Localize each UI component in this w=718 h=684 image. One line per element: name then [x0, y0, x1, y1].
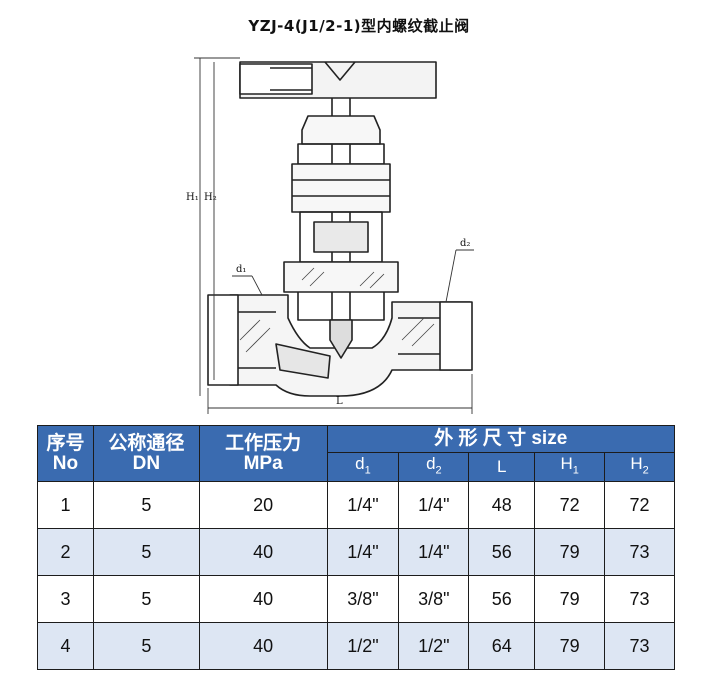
- cell-d2: 1/2": [398, 622, 470, 670]
- header-size: 外 形 尺 寸 size: [326, 425, 676, 453]
- d1-label: d₁: [236, 264, 246, 275]
- cell-d2: 3/8": [398, 575, 470, 623]
- header-d1: d1: [326, 452, 400, 482]
- cell-d2: 1/4": [398, 481, 470, 529]
- cell-no: 4: [37, 622, 94, 670]
- h2-label: H₂: [204, 192, 217, 203]
- cell-no: 2: [37, 528, 94, 576]
- cell-mpa: 40: [198, 528, 328, 576]
- cell-dn: 5: [92, 622, 200, 670]
- cell-h1: 79: [534, 622, 606, 670]
- header-no: 序号 No: [37, 425, 94, 482]
- cell-mpa: 40: [198, 575, 328, 623]
- table-row: 4 5 40 1/2" 1/2" 64 79 73: [37, 622, 675, 670]
- l-label: L: [336, 396, 343, 407]
- cell-l: 64: [468, 622, 536, 670]
- cell-h1: 72: [534, 481, 606, 529]
- cell-l: 56: [468, 528, 536, 576]
- table-row: 3 5 40 3/8" 3/8" 56 79 73: [37, 575, 675, 623]
- cell-no: 3: [37, 575, 94, 623]
- cell-d1: 1/4": [326, 481, 400, 529]
- cell-d1: 3/8": [326, 575, 400, 623]
- cell-mpa: 20: [198, 481, 328, 529]
- cell-dn: 5: [92, 528, 200, 576]
- cell-h1: 79: [534, 528, 606, 576]
- cell-h2: 73: [604, 575, 675, 623]
- header-l: L: [468, 452, 536, 482]
- cell-l: 48: [468, 481, 536, 529]
- cell-h2: 73: [604, 622, 675, 670]
- cell-d1: 1/2": [326, 622, 400, 670]
- cell-d2: 1/4": [398, 528, 470, 576]
- header-d2: d2: [398, 452, 470, 482]
- header-h1: H1: [534, 452, 606, 482]
- valve-drawing: H₁ H₂ d₁ d₂ L: [186, 57, 474, 414]
- cell-mpa: 40: [198, 622, 328, 670]
- header-h2: H2: [604, 452, 675, 482]
- cell-no: 1: [37, 481, 94, 529]
- cell-d1: 1/4": [326, 528, 400, 576]
- cell-h2: 73: [604, 528, 675, 576]
- h1-label: H₁: [186, 192, 199, 203]
- cell-dn: 5: [92, 575, 200, 623]
- cell-h2: 72: [604, 481, 675, 529]
- table-row: 1 5 20 1/4" 1/4" 48 72 72: [37, 481, 675, 529]
- header-pressure: 工作压力 MPa: [198, 425, 328, 482]
- cell-h1: 79: [534, 575, 606, 623]
- spec-table: 序号 No 公称通径 DN 工作压力 MPa 外 形 尺 寸 size d1 d…: [37, 425, 676, 670]
- header-dn: 公称通径 DN: [92, 425, 200, 482]
- cell-dn: 5: [92, 481, 200, 529]
- page-title: YZJ-4(J1/2-1)型内螺纹截止阀: [248, 17, 470, 35]
- cell-l: 56: [468, 575, 536, 623]
- d2-label: d₂: [460, 238, 470, 249]
- table-row: 2 5 40 1/4" 1/4" 56 79 73: [37, 528, 675, 576]
